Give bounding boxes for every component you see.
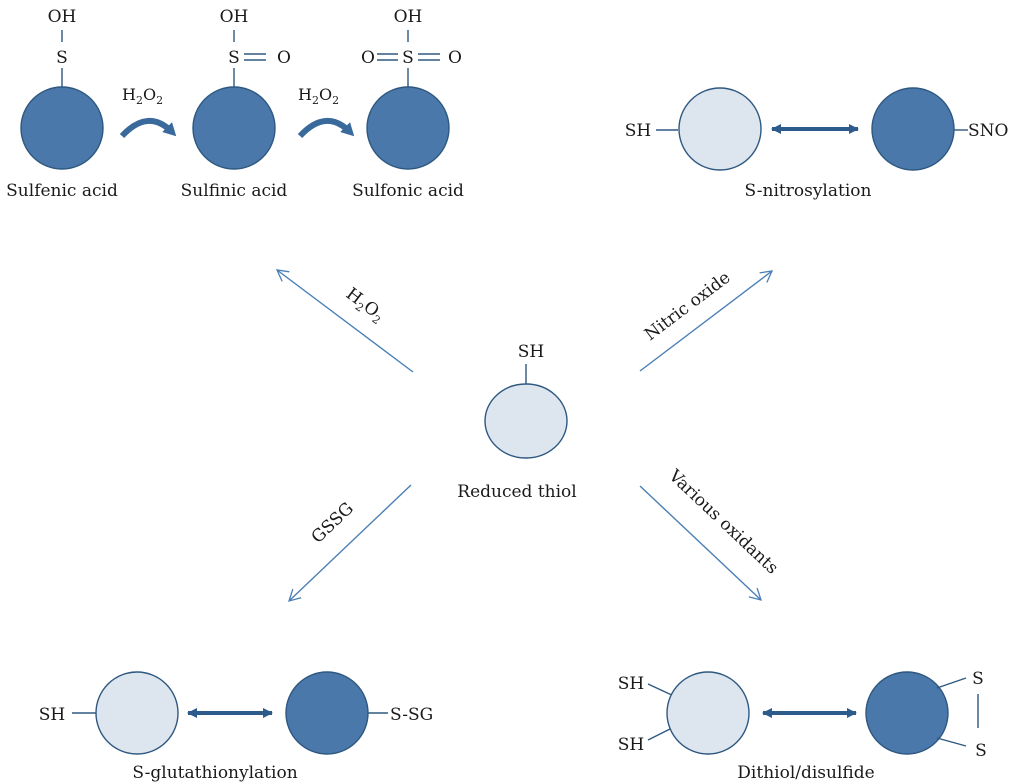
center-protein-reduced: [484, 383, 568, 459]
sulfonic-s-label: S: [402, 48, 414, 68]
h2o2-label-1: H2O2: [122, 85, 163, 107]
nitrosylation-caption: S-nitrosylation: [745, 181, 872, 201]
sulfinic-acid-group: OH S O Sulfinic acid: [181, 7, 291, 201]
glutathionylation-caption: S-glutathionylation: [132, 763, 297, 782]
arrow-to-disulfide: [639, 485, 762, 601]
reduced-thiol-group: SH Reduced thiol: [457, 342, 576, 502]
arrow-h2o2: H2O2: [275, 269, 414, 373]
arrow-nitric-oxide: Nitric oxide: [639, 268, 774, 372]
disulfide-caption: Dithiol/disulfide: [737, 763, 874, 782]
nitrosylation-protein-modified: [871, 87, 955, 171]
nitrosylation-sno-label: SNO: [968, 121, 1008, 141]
sulfinic-caption: Sulfinic acid: [181, 181, 288, 201]
sulfenic-oh-label: OH: [48, 7, 77, 27]
arrow-to-nitrosylation: [639, 270, 774, 372]
h2o2-label-2: H2O2: [298, 85, 339, 107]
arrow-to-glutathionylation: [288, 484, 412, 602]
sulfinic-protein-oxidized: [192, 86, 276, 170]
sulfenic-protein-oxidized: [20, 86, 104, 170]
oxidant-h2o2-1: H2O2: [119, 85, 177, 139]
sulfonic-caption: Sulfonic acid: [352, 181, 464, 201]
nitrosylation-protein-reduced: [678, 87, 762, 171]
disulfide-s-bottom-bond: [936, 737, 967, 747]
curved-arrow-1: [119, 117, 177, 139]
disulfide-sh-bottom-label: SH: [618, 735, 644, 755]
sulfonic-protein-oxidized: [366, 86, 450, 170]
oxidant-h2o2-2: H2O2: [297, 85, 355, 139]
disulfide-protein-reduced: [666, 671, 750, 755]
arrow-h2o2-label: H2O2: [341, 284, 388, 327]
s-glutathionylation-group: SH S-SG S-glutathionylation: [39, 671, 433, 782]
glutathionylation-protein-reduced: [95, 671, 179, 755]
sulfinic-s-label: S: [228, 48, 240, 68]
arrow-nitric-oxide-label: Nitric oxide: [641, 268, 734, 345]
sulfonic-o-left-label: O: [361, 48, 375, 68]
glutathionylation-protein-modified: [285, 671, 369, 755]
glutathionylation-ssg-label: S-SG: [390, 705, 433, 725]
glutathionylation-sh-label: SH: [39, 705, 65, 725]
center-caption: Reduced thiol: [457, 482, 576, 502]
arrow-gssg-label: GSSG: [308, 499, 358, 548]
sulfenic-s-label: S: [56, 48, 68, 68]
disulfide-s-top-bond: [936, 677, 967, 689]
disulfide-protein-oxidized: [865, 671, 949, 755]
curved-arrow-2: [297, 117, 355, 139]
dithiol-disulfide-group: SH SH S S Dithiol/disulfide: [618, 669, 987, 782]
disulfide-s-bottom-label: S: [975, 741, 987, 761]
arrow-to-sulfur-oxidation: [275, 269, 414, 373]
center-sh-label: SH: [518, 342, 544, 362]
sulfonic-o-right-label: O: [448, 48, 462, 68]
sulfonic-oh-label: OH: [394, 7, 423, 27]
arrow-gssg: GSSG: [288, 484, 412, 602]
disulfide-s-top-label: S: [972, 669, 984, 689]
nitrosylation-sh-label: SH: [625, 121, 651, 141]
sulfinic-oh-label: OH: [220, 7, 249, 27]
arrow-various-oxidants: Various oxidants: [639, 465, 782, 601]
sulfenic-acid-group: OH S Sulfenic acid: [6, 7, 118, 201]
arrow-various-oxidants-label: Various oxidants: [664, 465, 782, 578]
disulfide-sh-top-label: SH: [618, 674, 644, 694]
sulfonic-acid-group: OH O S O Sulfonic acid: [352, 7, 464, 201]
sulfenic-caption: Sulfenic acid: [6, 181, 118, 201]
sulfinic-o-label: O: [277, 48, 291, 68]
s-nitrosylation-group: SH SNO S-nitrosylation: [625, 87, 1008, 201]
